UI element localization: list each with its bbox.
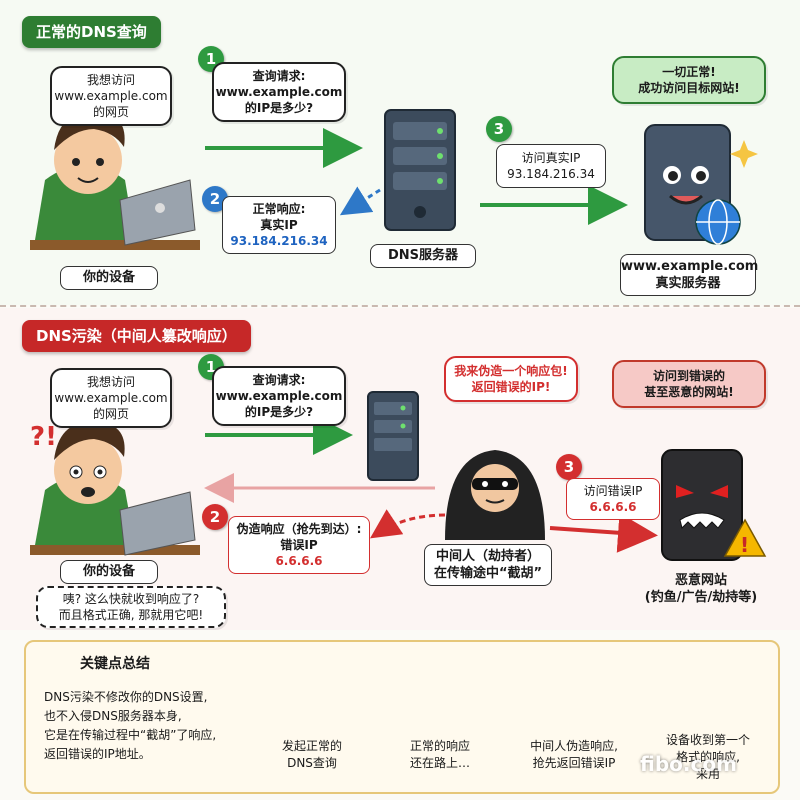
attacker-speech-bubble: 我来伪造一个响应包! 返回错误的IP! [444, 356, 578, 402]
summary-title: 关键点总结 [80, 656, 150, 672]
box-line: 访问真实IP [521, 151, 581, 165]
label-line: 中间人（劫持者） [435, 549, 540, 564]
summary-text: DNS污染不修改你的DNS设置, 也不入侵DNS服务器本身, 它是在传输过程中“… [44, 688, 254, 764]
bubble-line: 访问到错误的 [652, 369, 725, 383]
bubble-line: 我想访问 [86, 375, 135, 389]
summary-line: 返回错误的IP地址。 [44, 747, 151, 761]
summary-step-2-caption: 正常的响应 还在路上… [380, 738, 500, 772]
bubble-line: www.example.com [215, 85, 343, 99]
box-line: 伪造响应（抢先到达）: [236, 522, 362, 536]
box-line: 93.184.216.34 [507, 167, 595, 181]
bubble-line: 的IP是多少? [244, 405, 314, 419]
scared-user-illustration: ?! [30, 421, 200, 556]
caption-line: 中间人伪造响应, [530, 739, 618, 753]
bubble-line: 甚至恶意的网站! [644, 385, 734, 399]
response-arrow [339, 186, 381, 216]
normal-visit-box: 访问真实IP 93.184.216.34 [496, 144, 606, 188]
normal-step-3-badge: 3 [486, 116, 512, 142]
bubble-line: 查询请求: [252, 69, 306, 83]
caption-line: 设备收到第一个 [665, 733, 750, 747]
malicious-site-label: 恶意网站 (钓鱼/广告/劫持等) [626, 572, 776, 606]
hacker-illustration [445, 450, 545, 540]
dns-server-label: DNS服务器 [370, 244, 476, 268]
summary-step-4-caption: 设备收到第一个 格式的响应, 采用 [648, 732, 768, 783]
normal-user-speech-bubble: 我想访问 www.example.com 的网页 [50, 66, 172, 126]
bubble-line: www.example.com [54, 391, 168, 405]
thought-line: 而且格式正确, 那就用它吧! [58, 608, 204, 622]
poison-dns-server-illustration [367, 391, 419, 481]
label-line: 在传输途中“截胡” [433, 566, 543, 581]
summary-line: 它是在传输过程中“截胡”了响应, [44, 728, 217, 742]
normal-section-title: 正常的DNS查询 [22, 16, 161, 48]
watermark: fibo.com [640, 752, 737, 776]
normal-response-box: 正常响应: 真实IP 93.184.216.34 [222, 196, 336, 254]
summary-step-1-caption: 发起正常的 DNS查询 [252, 738, 372, 772]
label-line: 恶意网站 [674, 573, 727, 588]
bubble-line: 我想访问 [86, 73, 135, 87]
summary-line: DNS污染不修改你的DNS设置, [44, 690, 208, 704]
label-line: 真实服务器 [655, 276, 721, 291]
poison-step-3-badge: 3 [556, 454, 582, 480]
caption-line: DNS查询 [287, 756, 337, 770]
poison-query-bubble: 查询请求: www.example.com 的IP是多少? [212, 366, 346, 426]
real-server-label: www.example.com 真实服务器 [620, 254, 759, 296]
svg-text:?!: ?! [30, 422, 57, 452]
caption-line: 发起正常的 [281, 739, 342, 753]
bubble-line: 返回错误的IP! [471, 380, 551, 394]
summary-step-3-caption: 中间人伪造响应, 抢先返回错误IP [514, 738, 634, 772]
box-line: 6.6.6.6 [589, 500, 637, 514]
bubble-line: 的网页 [92, 407, 129, 421]
caption-line: 正常的响应 [409, 739, 470, 753]
label-line: (钓鱼/广告/劫持等) [644, 590, 758, 605]
poison-step-2-badge: 2 [202, 504, 228, 530]
malicious-server-illustration: ! [661, 449, 767, 561]
bubble-line: 成功访问目标网站! [638, 81, 740, 95]
real-server-illustration [644, 124, 758, 245]
bubble-line: 查询请求: [252, 373, 306, 387]
summary-box [24, 640, 780, 794]
box-line: 错误IP [280, 538, 318, 552]
normal-device-label: 你的设备 [60, 266, 158, 290]
section-divider [0, 305, 800, 307]
caption-line: 格式的响应, [676, 750, 740, 764]
dns-server-illustration [384, 109, 456, 231]
success-bubble: 一切正常! 成功访问目标网站! [612, 56, 766, 104]
real-ip-value: 93.184.216.34 [230, 234, 328, 248]
summary-line: 也不入侵DNS服务器本身, [44, 709, 182, 723]
forged-response-box: 伪造响应（抢先到达）: 错误IP 6.6.6.6 [228, 516, 370, 574]
warning-bubble: 访问到错误的 甚至恶意的网站! [612, 360, 766, 408]
box-line: 访问错误IP [583, 484, 643, 498]
bubble-line: www.example.com [215, 389, 343, 403]
box-line: 真实IP [260, 218, 298, 232]
caption-line: 还在路上… [409, 756, 470, 770]
label-line: www.example.com [621, 259, 759, 274]
fake-ip-value: 6.6.6.6 [275, 554, 323, 568]
bubble-line: 一切正常! [662, 65, 716, 79]
bubble-line: www.example.com [54, 89, 168, 103]
caption-line: 采用 [695, 767, 720, 781]
normal-user-illustration [30, 111, 200, 250]
poison-device-label: 你的设备 [60, 560, 158, 584]
wrong-visit-box: 访问错误IP 6.6.6.6 [566, 478, 660, 520]
forged-response-arrow [370, 509, 446, 539]
normal-query-bubble: 查询请求: www.example.com 的IP是多少? [212, 62, 346, 122]
poison-section-title: DNS污染（中间人篡改响应） [22, 320, 251, 352]
svg-text:!: ! [740, 533, 749, 557]
wrong-visit-arrow [549, 512, 658, 553]
bubble-line: 我来伪造一个响应包! [454, 364, 568, 378]
bubble-line: 的IP是多少? [244, 101, 314, 115]
mitm-label: 中间人（劫持者） 在传输途中“截胡” [424, 544, 552, 586]
caption-line: 抢先返回错误IP [532, 756, 616, 770]
box-line: 正常响应: [252, 202, 306, 216]
poison-user-speech-bubble: 我想访问 www.example.com 的网页 [50, 368, 172, 428]
thought-line: 咦? 这么快就收到响应了? [62, 592, 200, 606]
device-thought-bubble: 咦? 这么快就收到响应了? 而且格式正确, 那就用它吧! [36, 586, 226, 628]
bubble-line: 的网页 [92, 105, 129, 119]
